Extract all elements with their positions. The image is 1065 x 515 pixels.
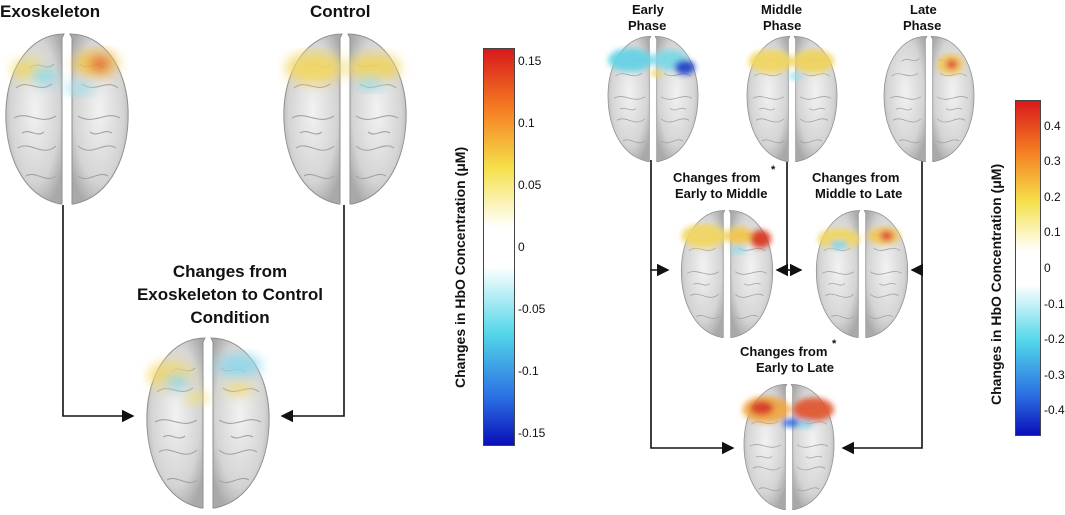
colorbar-right-tick-label: 0.4: [1044, 118, 1061, 133]
significance-star-e2l: *: [832, 338, 837, 350]
brain-early: [607, 36, 699, 162]
colorbar-right: [1015, 100, 1041, 436]
label-late-2: Phase: [903, 18, 942, 33]
brain-early-to-middle: [680, 210, 774, 338]
arrow-early-to-e2m: [650, 160, 670, 277]
change-title-line3: Condition: [190, 308, 270, 327]
colorbar-left-tick-label: 0.15: [518, 54, 542, 69]
label-early-2: Phase: [628, 18, 667, 33]
colorbar-left: [483, 48, 515, 446]
arrow-early-to-e2l: [650, 270, 735, 455]
label-early-1: Early: [632, 2, 664, 17]
brain-middle-to-late: [815, 210, 909, 338]
arrow-late-to-e2l: [841, 270, 923, 455]
colorbar-left-tick-label: -0.1: [518, 363, 539, 378]
arrow-exo-to-change: [62, 205, 135, 423]
significance-star-e2m: *: [771, 164, 776, 176]
brain-late: [883, 36, 975, 162]
label-m2l-1: Changes from: [812, 170, 900, 185]
brain-middle: [746, 36, 838, 162]
label-middle-2: Phase: [763, 18, 802, 33]
label-m2l-2: Middle to Late: [815, 186, 903, 201]
arrow-control-to-change: [280, 205, 345, 423]
change-title-line2: Exoskeleton to Control: [136, 285, 324, 304]
colorbar-left-tick-label: -0.15: [518, 425, 546, 440]
change-title-line1: Changes from: [172, 262, 288, 281]
colorbar-left-title: Changes in HbO Concentration (μM): [452, 146, 468, 388]
colorbar-right-tick-label: 0.1: [1044, 225, 1061, 240]
label-late-1: Late: [910, 2, 937, 17]
colorbar-right-tick-label: 0.3: [1044, 154, 1061, 169]
colorbar-left-tick-label: 0: [518, 240, 525, 254]
colorbar-right-tick-label: 0: [1044, 261, 1051, 275]
colorbar-left-tick-label: 0.1: [518, 116, 535, 131]
colorbar-left-tick-label: -0.05: [518, 301, 546, 316]
colorbar-right-tick-label: -0.3: [1044, 367, 1065, 382]
label-e2l-2: Early to Late: [756, 360, 835, 375]
colorbar-left-tick-label: 0.05: [518, 178, 542, 193]
colorbar-right-tick-label: 0.2: [1044, 189, 1061, 204]
colorbar-right-title: Changes in HbO Concentration (μM): [988, 163, 1004, 405]
label-control: Control: [310, 2, 371, 21]
brain-exoskeleton: [5, 33, 129, 205]
colorbar-right-tick-label: -0.2: [1044, 332, 1065, 347]
brain-control: [283, 33, 407, 205]
brain-early-to-late: [742, 384, 835, 510]
label-e2m-2: Early to Middle: [675, 186, 768, 201]
colorbar-right-tick-label: -0.1: [1044, 296, 1065, 311]
brain-exo-to-control: [146, 337, 270, 509]
colorbar-right-tick-label: -0.4: [1044, 403, 1065, 418]
label-exoskeleton: Exoskeleton: [0, 2, 101, 21]
label-e2m-1: Changes from: [673, 170, 761, 185]
label-e2l-1: Changes from: [740, 344, 828, 359]
label-middle-1: Middle: [761, 2, 803, 17]
